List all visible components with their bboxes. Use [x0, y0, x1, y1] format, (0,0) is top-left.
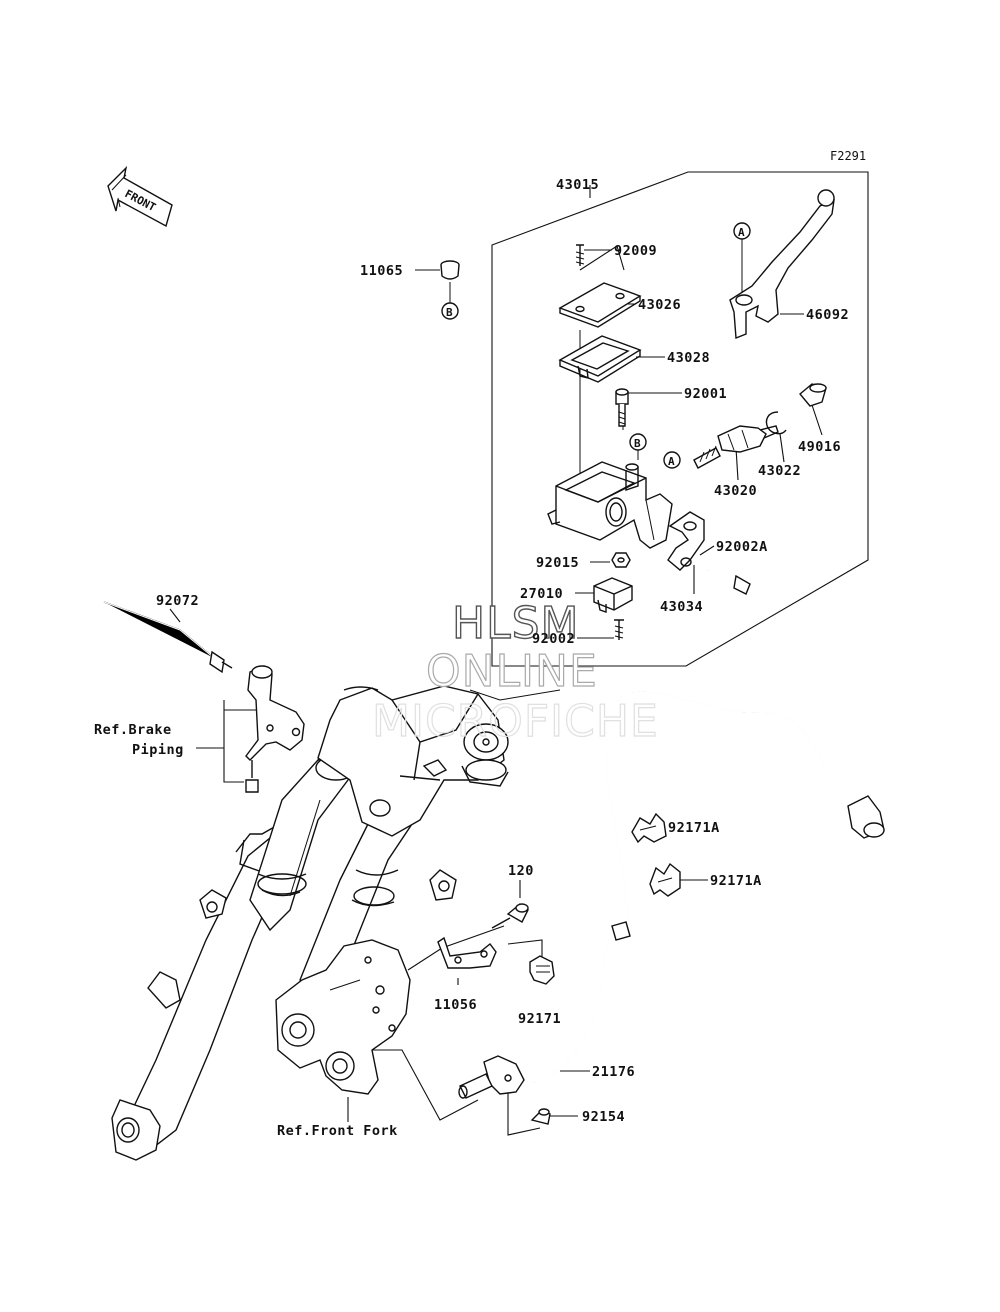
label-92015: 92015: [536, 555, 579, 571]
label-92001: 92001: [684, 386, 727, 402]
label-43022: 43022: [758, 463, 801, 479]
watermark-line-1: HLSM: [452, 598, 580, 649]
label-92002: 92002: [532, 631, 575, 647]
label-43026: 43026: [638, 297, 681, 313]
part-49016-boot: [799, 383, 827, 407]
label-92009: 92009: [614, 243, 657, 259]
label-46092: 46092: [806, 307, 849, 323]
label-92171: 92171: [518, 1011, 561, 1027]
label-92154: 92154: [582, 1109, 625, 1125]
part-92171a-clip-2: [649, 862, 681, 897]
leader-lines: [169, 185, 823, 1136]
front-direction-arrow: FRONT: [107, 165, 173, 228]
part-21176-sensor: [458, 1055, 525, 1099]
part-43034-clamp: [667, 511, 705, 571]
label-43020: 43020: [714, 483, 757, 499]
part-92001-bolt: [615, 388, 629, 427]
callout-a-label: A: [668, 455, 675, 468]
part-120-bolt: [491, 903, 529, 929]
ref-front-fork: Ref.Front Fork: [277, 1123, 398, 1139]
callout-a-lever: A: [733, 222, 751, 292]
label-120: 120: [508, 863, 534, 879]
part-43028-diaphragm: [558, 335, 642, 383]
part-92009-screw: [575, 244, 585, 266]
part-92015-nut: [611, 552, 631, 568]
label-92072: 92072: [156, 593, 199, 609]
fork-triple-clamp: [317, 685, 561, 901]
part-43026-reservoir-cap: [558, 282, 642, 328]
callout-a-lever-label: A: [738, 226, 745, 239]
callout-b-label: B: [634, 437, 641, 450]
label-21176: 21176: [592, 1064, 635, 1080]
part-labels: 43015 92009 11065 43026 46092 43028 9200…: [156, 177, 849, 1125]
callout-a-upper: A: [663, 451, 681, 469]
part-43020-piston: [693, 425, 779, 469]
part-27010-switch: [593, 577, 633, 613]
master-cylinder-assembly-frame: [491, 171, 869, 667]
label-27010: 27010: [520, 586, 563, 602]
label-11065: 11065: [360, 263, 403, 279]
reference-labels: Ref.Brake Piping Ref.Front Fork: [94, 722, 398, 1139]
label-92171a-2: 92171A: [710, 873, 762, 889]
label-49016: 49016: [798, 439, 841, 455]
watermark-line-2: ONLINE: [426, 646, 598, 697]
watermark: HLSM ONLINE MICROFICHE: [371, 597, 659, 747]
label-43028: 43028: [667, 350, 710, 366]
label-11056: 11056: [434, 997, 477, 1013]
ref-brake-piping-line2: Piping: [132, 742, 184, 758]
callout-b-upper: B: [629, 433, 647, 460]
part-92072-brake-hose: [103, 601, 233, 674]
label-43034: 43034: [660, 599, 703, 615]
abs-sensor-wire: [533, 691, 859, 1083]
part-43022-circlip: [765, 411, 787, 435]
part-11065-cap: [440, 260, 460, 280]
part-master-cylinder-body: [547, 461, 673, 549]
watermark-line-3: MICROFICHE: [372, 696, 659, 747]
part-46092-lever: [729, 189, 835, 340]
part-92171-clamp: [529, 955, 555, 985]
brake-hose-bracket: [245, 665, 305, 793]
callout-b-cap-label: B: [446, 306, 453, 319]
part-11056-bracket: [437, 936, 497, 969]
label-92002a: 92002A: [716, 539, 768, 555]
callout-b-cap: B: [441, 282, 459, 320]
fork-caliper-mount: [275, 939, 411, 1095]
label-92171a-1: 92171A: [668, 820, 720, 836]
part-92171a-clip-1: [631, 812, 667, 844]
abs-wire-connector: [847, 795, 885, 839]
part-92154-bolt: [530, 1108, 551, 1125]
label-43015: 43015: [556, 177, 599, 193]
ref-brake-piping-line1: Ref.Brake: [94, 722, 172, 738]
figure-code: F2291: [830, 149, 866, 163]
part-92002a-bolt: [707, 568, 751, 595]
part-92002-screw: [614, 619, 624, 640]
